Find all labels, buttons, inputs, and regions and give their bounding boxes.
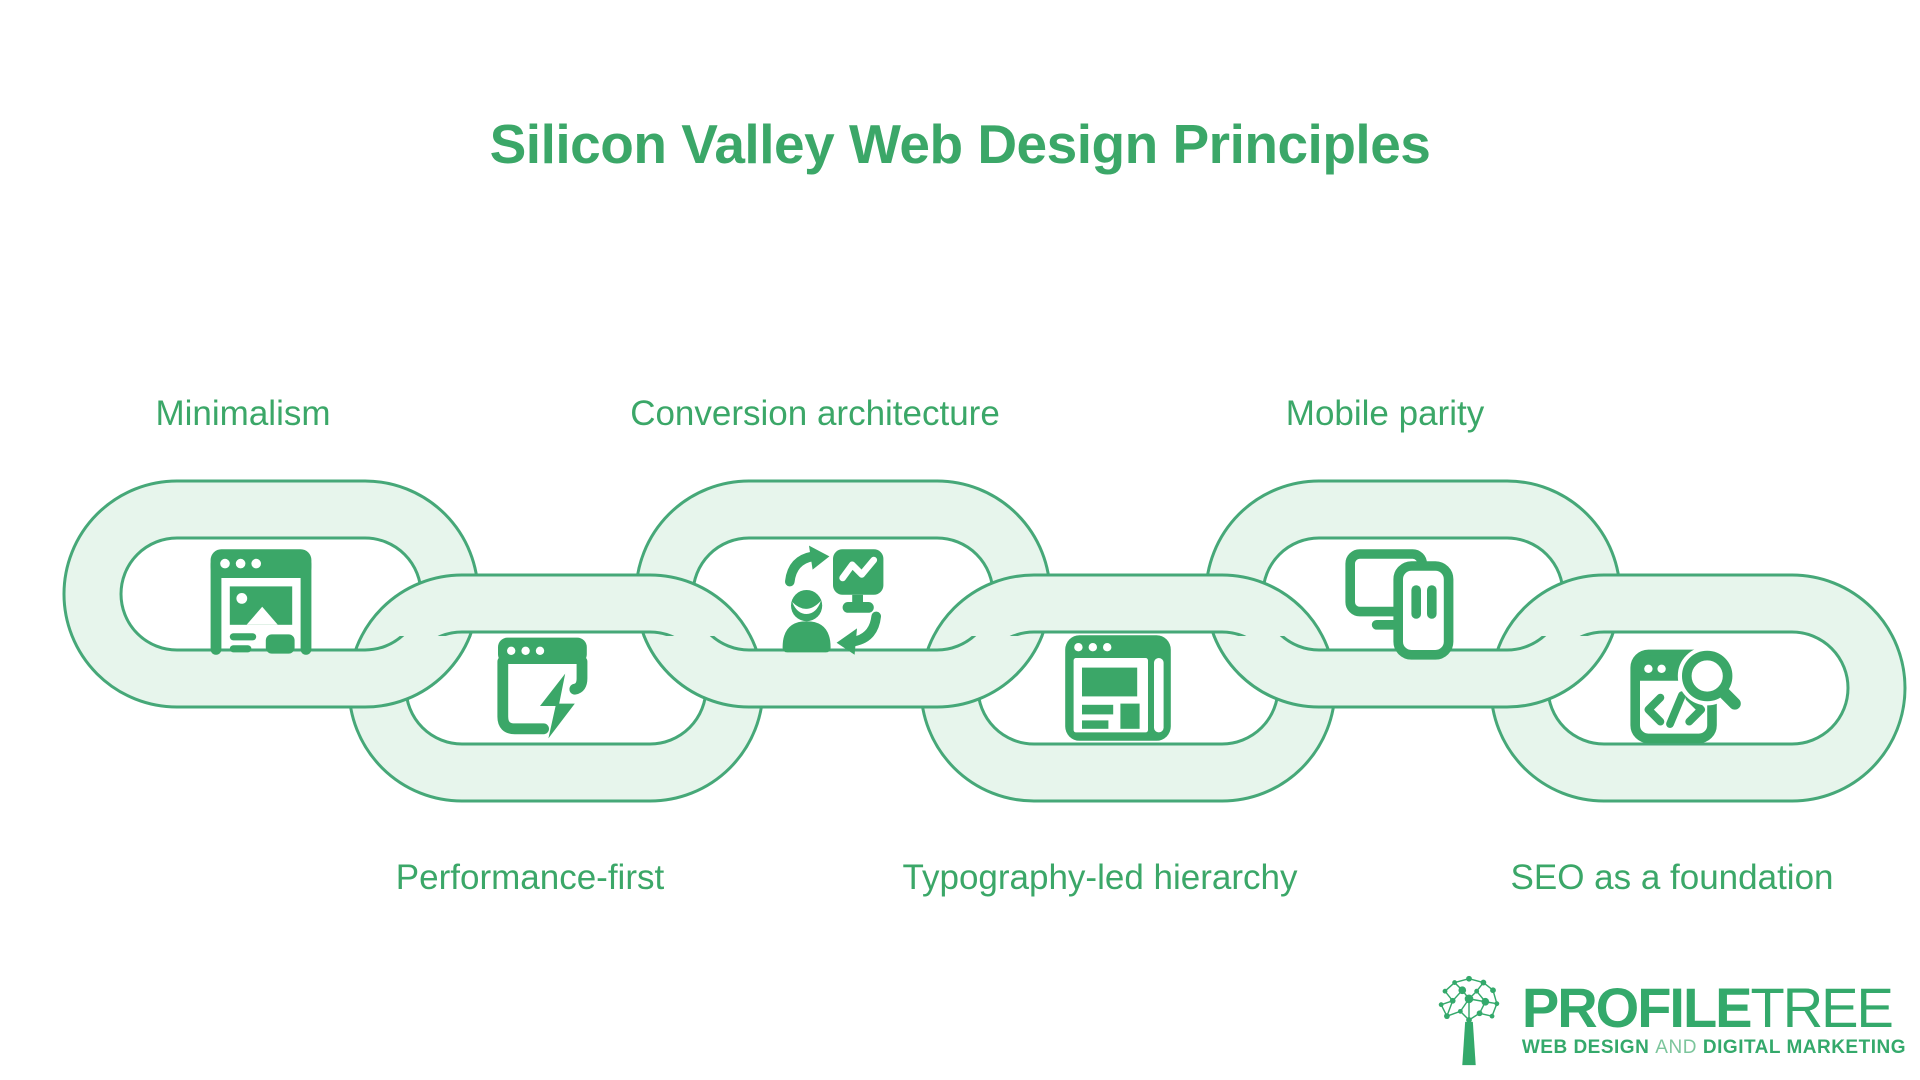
browser-image-icon	[201, 542, 321, 662]
profiletree-tree-icon	[1438, 975, 1500, 1066]
logo-wordmark-profile: PROFILE	[1521, 976, 1753, 1040]
browser-lightning-icon	[486, 628, 606, 748]
logo-wordmark: PROFILETREE	[1522, 980, 1906, 1036]
user-conversion-chart-icon	[773, 542, 893, 662]
principle-label-minimalism: Minimalism	[155, 394, 331, 433]
logo-tagline-and: AND	[1655, 1036, 1697, 1058]
browser-code-search-icon	[1628, 628, 1748, 748]
principle-label-typography: Typography-led hierarchy	[902, 858, 1298, 897]
principle-label-seo: SEO as a foundation	[1510, 858, 1834, 897]
logo-wordmark-tree: TREE	[1750, 976, 1894, 1040]
page-title: Silicon Valley Web Design Principles	[489, 113, 1431, 175]
logo-tagline-webdesign: WEB DESIGN	[1521, 1036, 1650, 1058]
desktop-and-phone-icon	[1343, 542, 1463, 662]
principle-label-mobile: Mobile parity	[1285, 394, 1485, 433]
principle-label-performance: Performance-first	[395, 858, 665, 897]
logo-tagline-marketing: DIGITAL MARKETING	[1702, 1036, 1906, 1058]
principle-label-conversion: Conversion architecture	[630, 394, 1000, 433]
browser-layout-blocks-icon	[1058, 628, 1178, 748]
